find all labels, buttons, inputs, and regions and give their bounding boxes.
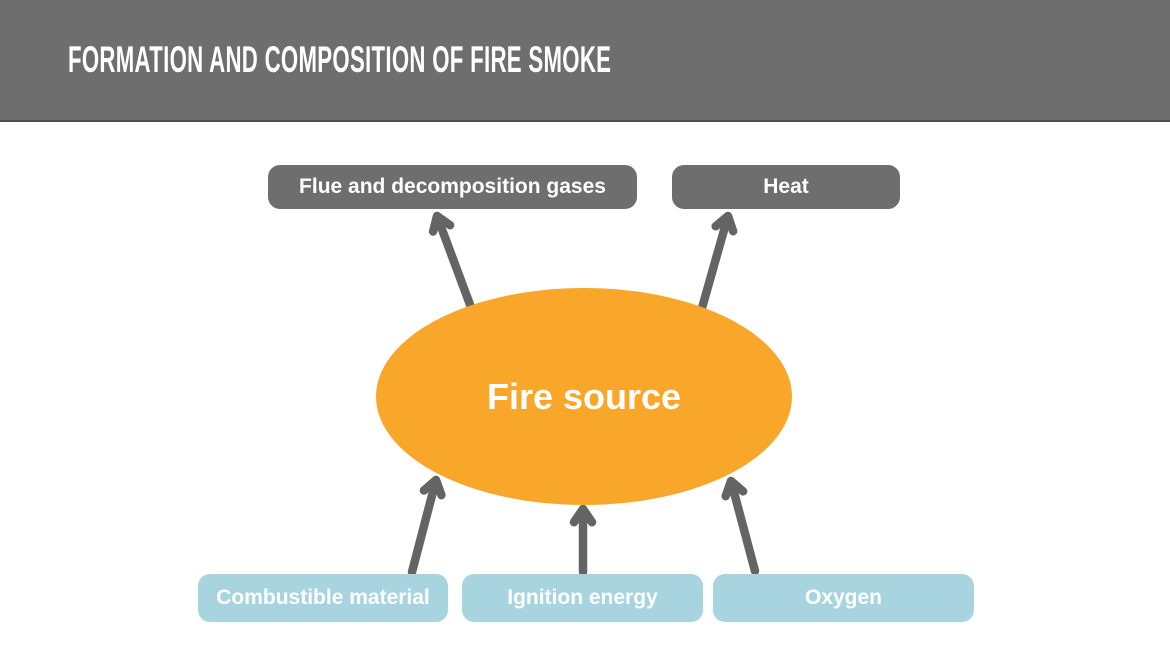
node-heat: Heat [672, 165, 900, 209]
node-label: Heat [763, 175, 809, 198]
node-label: Flue and decomposition gases [299, 175, 606, 198]
arrow-ignition-to-fire [569, 504, 597, 577]
node-label: Ignition energy [507, 586, 658, 609]
arrow-oxygen-to-fire [721, 476, 760, 576]
node-label: Oxygen [804, 586, 883, 609]
arrow-fire-to-flue-gases [428, 211, 477, 315]
node-combustible-material: Combustible material [198, 574, 448, 622]
node-oxygen: Oxygen [713, 574, 974, 622]
page-title: FORMATION AND COMPOSITION OF FIRE SMOKE [68, 39, 612, 80]
node-ignition-energy: Ignition energy [462, 574, 703, 622]
node-fire-source: Fire source [376, 288, 792, 505]
arrow-combustible-to-fire [407, 475, 446, 577]
node-flue-and-decomposition-gases: Flue and decomposition gases [268, 165, 637, 209]
arrow-fire-to-heat [697, 211, 738, 313]
node-label: Combustible material [216, 586, 430, 609]
node-label: Fire source [486, 375, 682, 417]
header-bar: FORMATION AND COMPOSITION OF FIRE SMOKE [0, 0, 1170, 122]
